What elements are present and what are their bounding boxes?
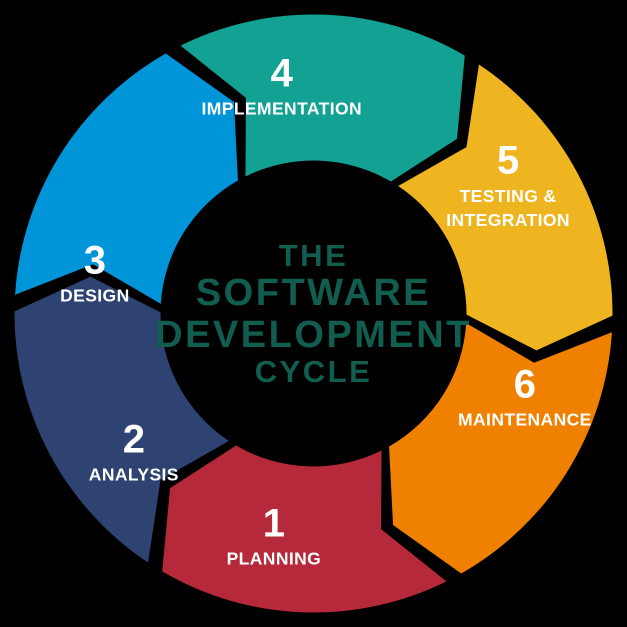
segments-group: 1PLANNING2ANALYSIS3DESIGN4IMPLEMENTATION…	[14, 14, 613, 613]
segment-label: IMPLEMENTATION	[202, 98, 363, 118]
segment-shape[interactable]	[389, 323, 612, 574]
segment-shape[interactable]	[398, 64, 613, 351]
center-title-line: DEVELOPMENT	[155, 314, 472, 356]
segment-label: TESTING &	[460, 186, 557, 206]
segment-label: INTEGRATION	[446, 210, 570, 230]
segment-label: ANALYSIS	[89, 464, 179, 484]
segment-number: 4	[271, 51, 294, 95]
segment-number: 1	[263, 502, 285, 546]
center-title-line: THE	[279, 238, 349, 273]
segment-number: 2	[123, 417, 145, 461]
segment-number: 3	[84, 239, 106, 283]
center-hub	[164, 164, 463, 463]
center-title-line: CYCLE	[255, 354, 373, 389]
segment-label: DESIGN	[60, 286, 130, 306]
segment-number: 5	[497, 139, 519, 183]
segment-shape[interactable]	[15, 53, 238, 304]
segment-shape[interactable]	[14, 276, 229, 563]
segment-number: 6	[514, 362, 536, 406]
segment-shape[interactable]	[162, 445, 447, 613]
segment-label: PLANNING	[227, 549, 322, 569]
segment-label: MAINTENANCE	[458, 410, 592, 430]
center-title-line: SOFTWARE	[196, 272, 431, 314]
segment-shape[interactable]	[180, 14, 465, 182]
